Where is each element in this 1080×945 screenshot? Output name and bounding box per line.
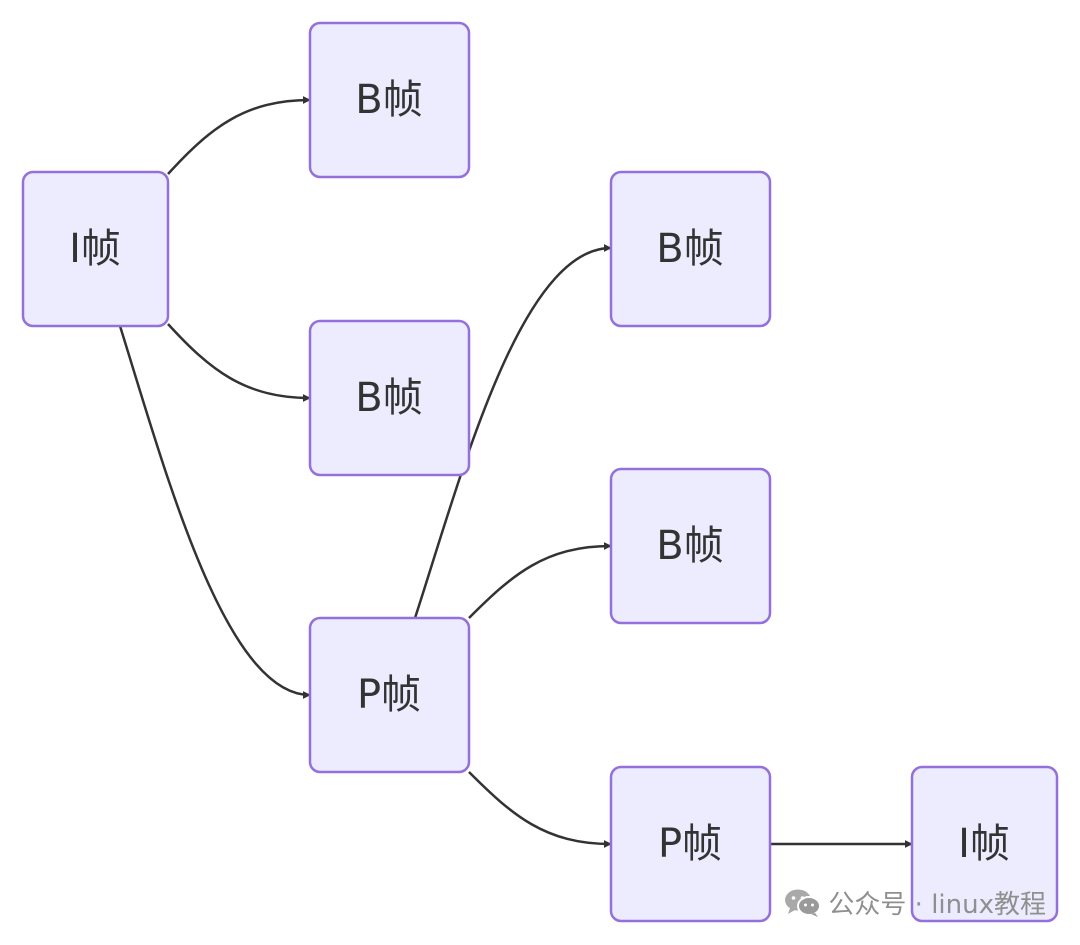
node-p1[interactable]: P帧 (308, 616, 471, 774)
edge-i1-to-p1 (118, 325, 311, 699)
node-label: I帧 (69, 226, 121, 272)
node-p2[interactable]: P帧 (609, 765, 772, 923)
node-label: B帧 (656, 523, 723, 569)
edge-p1-to-b4 (468, 542, 612, 619)
node-b3[interactable]: B帧 (609, 170, 772, 328)
edge-i1-to-b1 (167, 96, 311, 175)
node-label: B帧 (355, 77, 422, 123)
node-i2[interactable]: I帧 (910, 765, 1059, 923)
node-label: B帧 (656, 226, 723, 272)
node-label: B帧 (355, 375, 422, 421)
node-label: P帧 (658, 821, 722, 867)
node-i1[interactable]: I帧 (21, 170, 170, 328)
edge-layer (118, 96, 913, 848)
node-label: P帧 (357, 672, 421, 718)
node-b1[interactable]: B帧 (308, 21, 471, 179)
node-b2[interactable]: B帧 (308, 319, 471, 477)
wechat-icon (785, 889, 822, 917)
watermark: 公众号 · linux教程 (784, 884, 1046, 921)
node-b4[interactable]: B帧 (609, 467, 772, 625)
node-label: I帧 (958, 821, 1010, 867)
edge-i1-to-b2 (167, 323, 311, 402)
watermark-text: 公众号 · linux教程 (828, 890, 1046, 920)
edge-p1-to-b3 (413, 244, 612, 619)
node-layer: I帧 B帧 B帧 P帧 B帧 B帧 P帧 I帧 (21, 21, 1059, 923)
edge-p1-to-p2 (468, 771, 612, 848)
